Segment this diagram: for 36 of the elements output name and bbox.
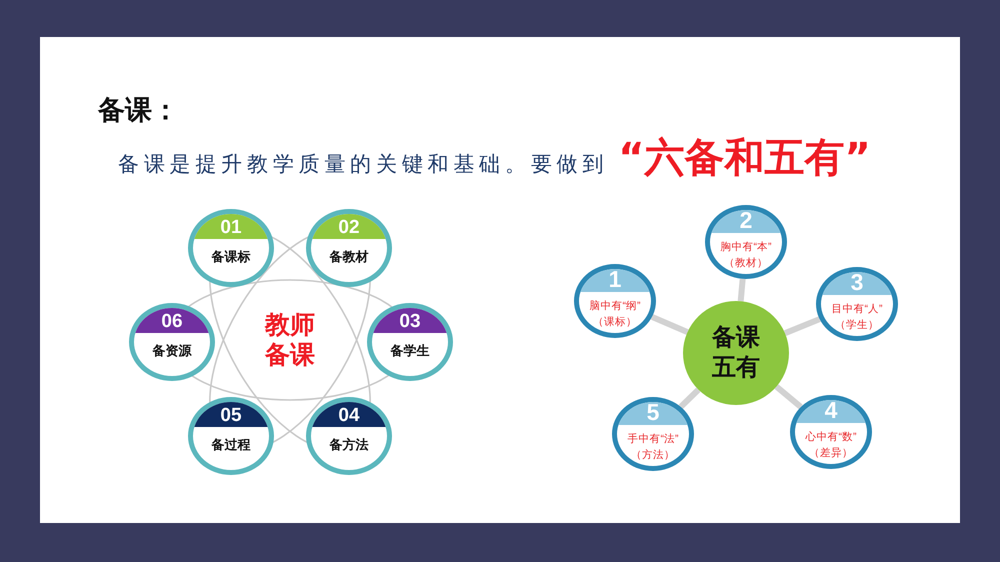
step-number: 05 bbox=[220, 406, 242, 427]
center-heading: 教师备课 bbox=[264, 310, 316, 370]
node-text: 备资源 bbox=[152, 344, 192, 360]
step-number: 03 bbox=[399, 312, 421, 333]
node-text: 备教材 bbox=[330, 250, 368, 266]
node-text: 胸中有“本” bbox=[720, 240, 772, 254]
connector-line bbox=[784, 316, 821, 336]
node-note: （课标） bbox=[593, 315, 637, 329]
connector-line bbox=[678, 388, 700, 409]
connector-line bbox=[650, 314, 689, 335]
node-text: 备过程 bbox=[212, 438, 250, 454]
connector-line bbox=[774, 384, 803, 410]
node-note: （教材） bbox=[724, 256, 768, 270]
slide-title: 备课： bbox=[98, 94, 179, 128]
hub-text: 备课五有 bbox=[710, 323, 761, 383]
node-text: 目中有“人” bbox=[832, 302, 882, 316]
subtitle-text: 备课是提升教学质量的关键和基础。要做到“六备和五有” bbox=[118, 134, 871, 183]
step-number: 5 bbox=[646, 402, 660, 425]
node-note: （学生） bbox=[835, 318, 879, 332]
node-text: 脑中有“纲” bbox=[590, 299, 640, 313]
step-number: 06 bbox=[161, 312, 183, 333]
node-note: （方法） bbox=[631, 448, 675, 462]
step-number: 4 bbox=[824, 400, 838, 423]
step-number: 3 bbox=[850, 272, 864, 295]
node-text: 心中有“数” bbox=[806, 430, 856, 444]
node-text: 备课标 bbox=[212, 250, 250, 266]
node-text: 手中有“法” bbox=[628, 432, 678, 446]
connector-line bbox=[738, 278, 746, 302]
node-note: （差异） bbox=[809, 446, 853, 460]
node-text: 备学生 bbox=[390, 344, 430, 360]
node-text: 备方法 bbox=[330, 438, 368, 454]
step-number: 1 bbox=[608, 269, 622, 292]
step-number: 2 bbox=[740, 210, 752, 233]
step-number: 01 bbox=[220, 218, 242, 239]
step-number: 04 bbox=[338, 406, 360, 427]
step-number: 02 bbox=[338, 218, 360, 239]
